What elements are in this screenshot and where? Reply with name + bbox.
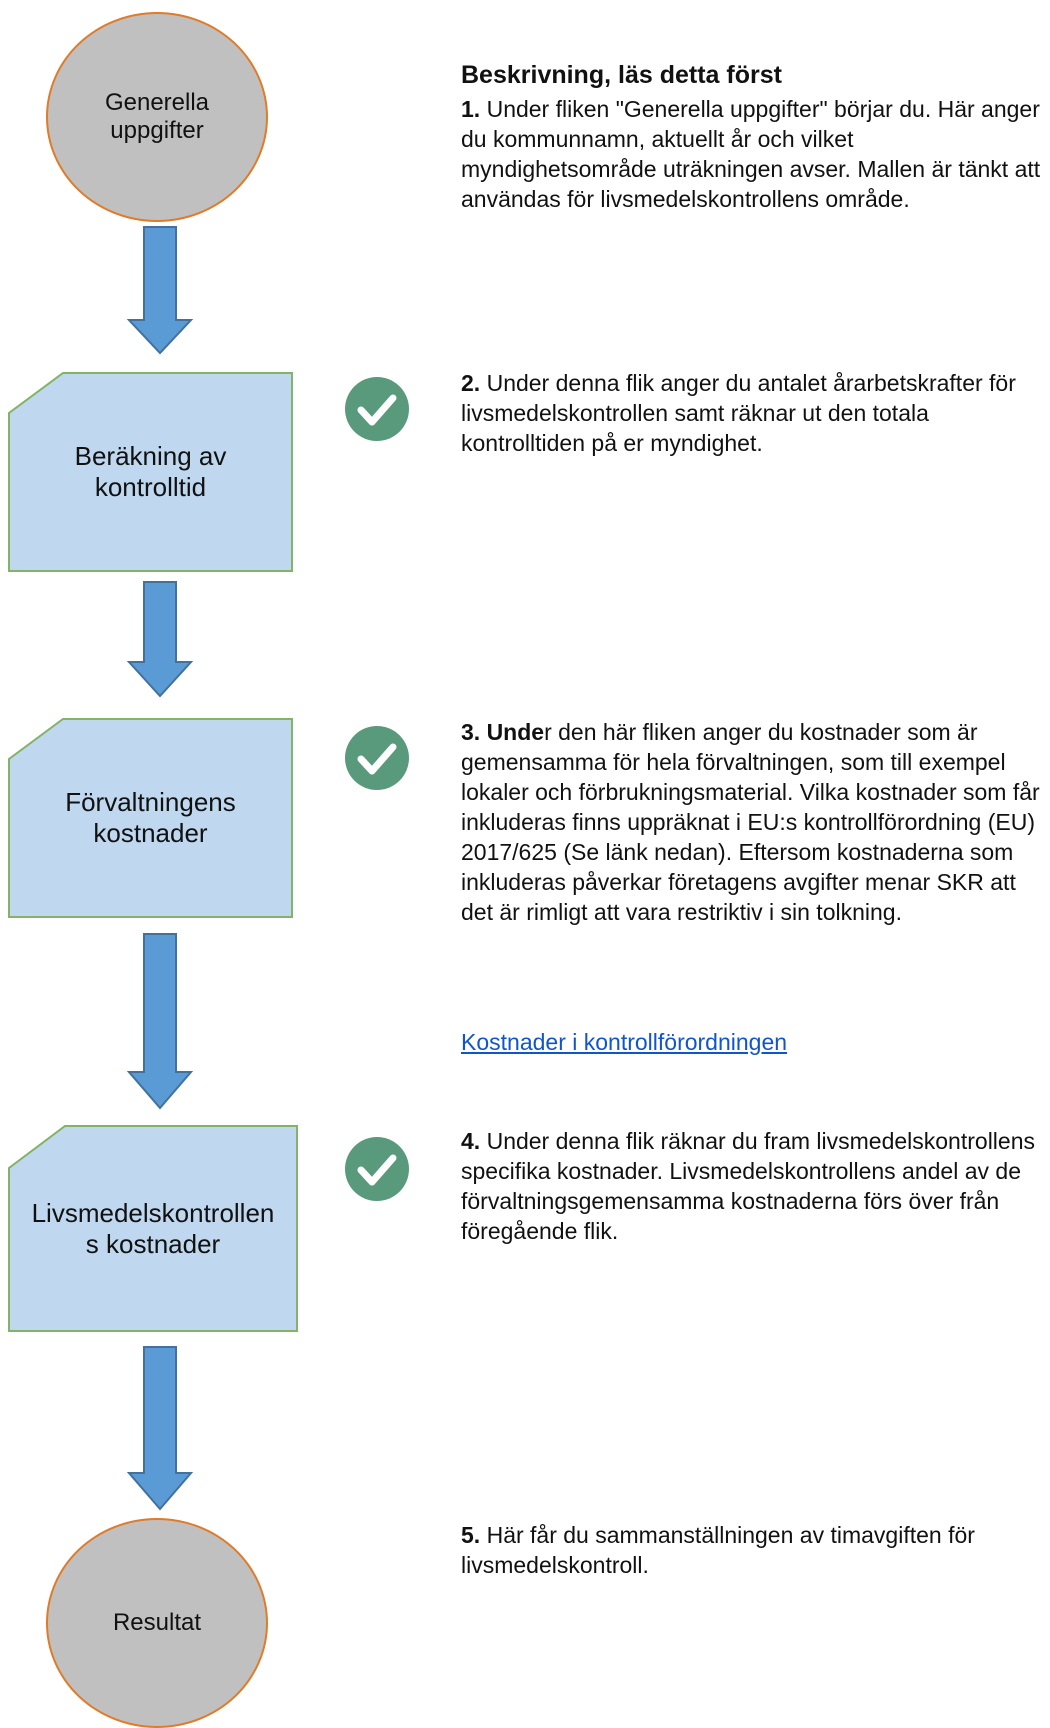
arrow-down-icon	[126, 581, 194, 698]
check-icon	[345, 1137, 409, 1201]
node-label: Generella uppgifter	[104, 89, 210, 144]
check-icon	[345, 726, 409, 790]
node-label: Beräkning av kontrolltid	[74, 441, 227, 502]
node-livsmedelskontrollens-kostnader[interactable]: Livsmedelskontrollen s kostnader	[8, 1125, 298, 1332]
arrow-down-icon	[126, 933, 194, 1110]
description-step-3: 3. Under den här fliken anger du kostnad…	[461, 719, 1040, 925]
node-resultat[interactable]: Resultat	[46, 1518, 268, 1728]
card-shape	[8, 1125, 298, 1332]
node-label: Resultat	[112, 1609, 202, 1636]
arrow-down-icon	[126, 226, 194, 355]
node-label: Livsmedelskontrollen s kostnader	[31, 1197, 275, 1259]
description-step-1: 1. Under fliken "Generella uppgifter" bö…	[461, 96, 1041, 212]
check-icon	[345, 377, 409, 441]
description-step-4: 4. Under denna flik räknar du fram livsm…	[461, 1128, 1035, 1244]
node-generella-uppgifter[interactable]: Generella uppgifter	[46, 12, 268, 222]
card-shape	[8, 372, 293, 572]
kontrollforordning-link[interactable]: Kostnader i kontrollförordningen	[461, 1029, 788, 1055]
node-berakning-av-kontrolltid[interactable]: Beräkning av kontrolltid	[8, 372, 293, 572]
node-forvaltningens-kostnader[interactable]: Förvaltningens kostnader	[8, 718, 293, 918]
card-shape	[8, 718, 293, 918]
arrow-down-icon	[126, 1346, 194, 1511]
node-label: Förvaltningens kostnader	[65, 787, 236, 848]
description-step-2: 2. Under denna flik anger du antalet åra…	[461, 370, 1016, 456]
description-step-5: 5. Här får du sammanställningen av timav…	[461, 1522, 975, 1578]
description-title: Beskrivning, läs detta först	[461, 61, 782, 89]
